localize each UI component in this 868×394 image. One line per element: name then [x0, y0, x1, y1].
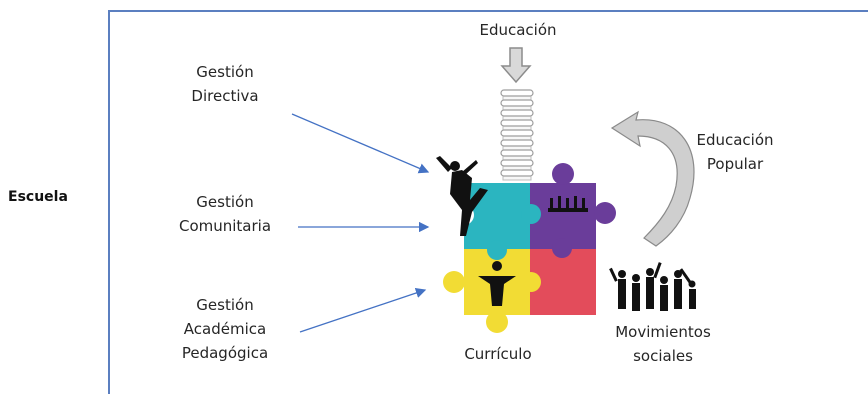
label-gestion-directiva-line1: Gestión	[196, 63, 254, 81]
person-silhouette-icon	[478, 261, 516, 306]
puzzle-piece-purple	[530, 183, 596, 249]
label-gestion-directiva: Gestión Directiva	[170, 60, 280, 108]
arrow-directiva	[291, 113, 430, 174]
label-gestion-academica: Gestión Académica Pedagógica	[170, 293, 280, 365]
label-gestion-comunitaria: Gestión Comunitaria	[160, 190, 290, 238]
down-arrow-icon	[500, 47, 532, 84]
frame-top-border	[108, 10, 868, 12]
label-educacion-popular-line1: Educación	[696, 131, 774, 149]
label-gestion-academica-line1: Gestión	[196, 296, 254, 314]
label-gestion-comunitaria-line2: Comunitaria	[178, 217, 272, 235]
label-gestion-academica-line3: Pedagógica	[181, 344, 269, 362]
label-gestion-academica-line2: Académica	[183, 320, 267, 338]
label-educacion: Educación	[479, 21, 557, 39]
label-educacion-popular-line2: Popular	[706, 155, 764, 173]
label-curriculo: Currículo	[464, 345, 532, 363]
people-silhouette-icon	[548, 196, 588, 212]
dancer-silhouette-icon	[436, 156, 488, 236]
label-gestion-directiva-line2: Directiva	[191, 87, 259, 105]
label-movimientos-sociales: Movimientos sociales	[598, 320, 728, 368]
label-gestion-comunitaria-line1: Gestión	[196, 193, 254, 211]
label-movimientos-line1: Movimientos	[615, 323, 711, 341]
label-movimientos-line2: sociales	[633, 347, 693, 365]
crowd-silhouette-icon	[609, 262, 696, 311]
curved-arrow-icon	[610, 110, 695, 247]
frame-left-border	[108, 10, 110, 394]
ladder-stack-icon	[500, 89, 534, 181]
label-escuela: Escuela	[8, 189, 68, 205]
label-educacion-popular: Educación Popular	[680, 128, 790, 176]
puzzle-icon	[443, 163, 616, 333]
arrow-academica	[299, 287, 427, 333]
